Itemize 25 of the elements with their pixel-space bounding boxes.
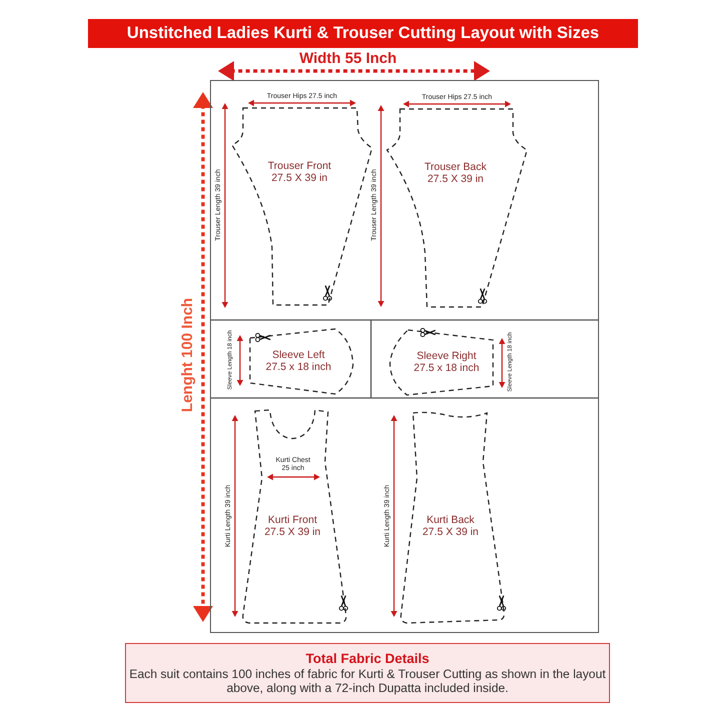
dimension-label: Lenght 100 Inch [180, 298, 196, 412]
piece-name: Kurti Front [268, 514, 317, 526]
pattern-piece [230, 106, 372, 306]
title-banner: Unstitched Ladies Kurti & Trouser Cutting Layout with Sizes [88, 19, 638, 48]
piece-size: 27.5 X 39 in [271, 172, 328, 184]
piece-name: Trouser Front [268, 160, 332, 172]
pattern-piece [240, 408, 348, 624]
box-heading: Total Fabric Details [306, 651, 430, 667]
piece-size: 27.5 X 39 in [264, 526, 321, 538]
pattern-piece [388, 328, 494, 396]
piece-size: 27.5 X 39 in [427, 172, 484, 184]
piece-name: Trouser Back [424, 160, 487, 172]
piece-name: Sleeve Left [272, 348, 325, 360]
piece-name: Sleeve Right [416, 350, 476, 362]
pattern-piece [248, 328, 354, 394]
piece-size: 27.5 x 18 inch [414, 362, 480, 374]
box-text: Each suit contains 100 inches of fabric for Kurti & Trouser Cutting as shown in the layout above, along with a 72-inch Dupatta included inside. [128, 667, 607, 695]
piece-name: Kurti Back [426, 514, 474, 526]
piece-size: 27.5 X 39 in [422, 526, 479, 538]
info-box [125, 643, 610, 703]
fabric-sheet [210, 80, 599, 633]
piece-size: 27.5 x 18 inch [266, 360, 332, 372]
pattern-piece [386, 108, 528, 308]
dimension-label: Width 55 Inch [299, 50, 397, 68]
pattern-piece [398, 410, 506, 624]
